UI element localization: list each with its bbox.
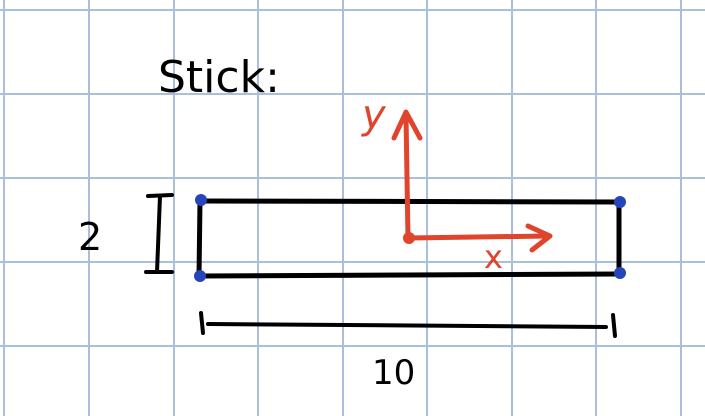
corner-dots (194, 194, 626, 282)
corner-dot-top-right (614, 196, 626, 208)
x-axis-arrow (405, 233, 551, 241)
stick-bottom-edge (197, 271, 623, 279)
length-dimension-line (199, 311, 617, 338)
corner-dot-bottom-right (614, 267, 626, 279)
x-axis-arrowhead (525, 223, 553, 253)
length-dimension-label: 10 (372, 353, 415, 393)
corner-dot-bottom-left (194, 270, 206, 282)
stick-left-edge (196, 198, 203, 279)
y-axis-label: y (361, 92, 387, 138)
coordinate-axes (391, 109, 553, 253)
stick-top-edge (197, 198, 623, 205)
x-axis-label: x (484, 238, 503, 276)
height-dimension-label: 2 (78, 215, 102, 259)
diagram-title: Stick: (158, 52, 280, 103)
origin-point (403, 232, 415, 244)
corner-dot-top-left (195, 194, 207, 206)
y-axis-arrowhead (391, 109, 423, 141)
height-dimension-bracket (144, 193, 174, 274)
stick-rectangle (196, 198, 623, 279)
y-axis-arrow (403, 113, 411, 241)
